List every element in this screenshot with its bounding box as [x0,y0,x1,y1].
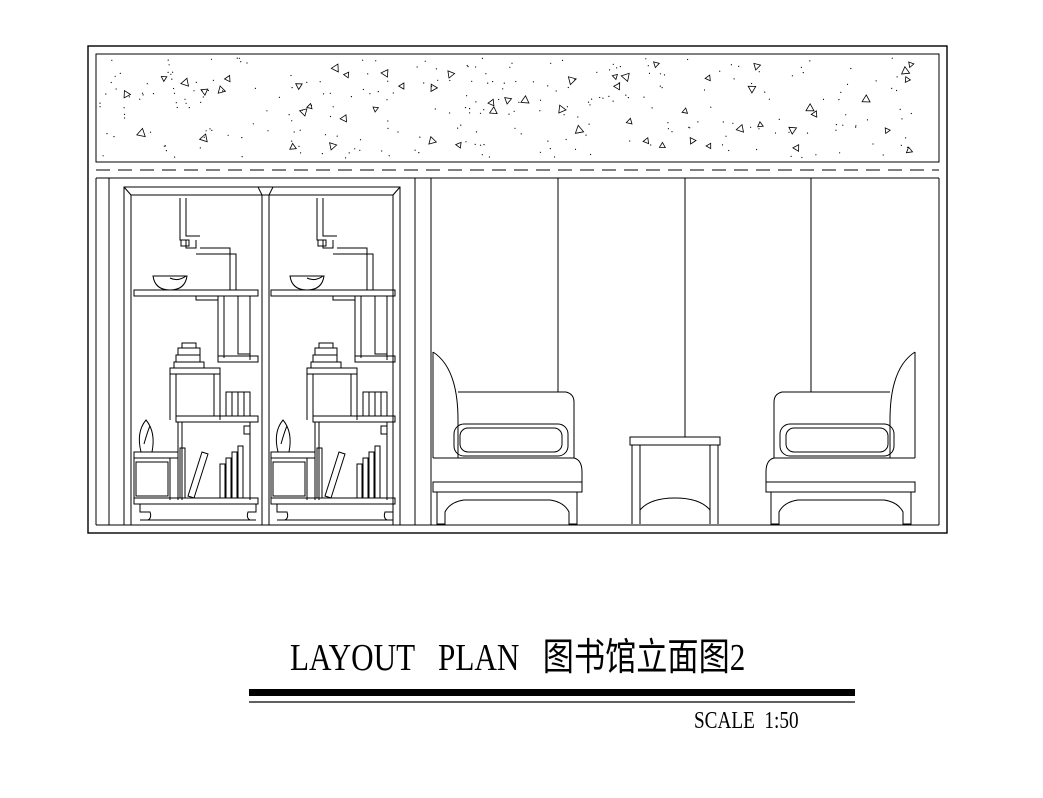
armchair-right [765,351,916,525]
scale-note: SCALE 1:50 [694,704,799,738]
title-plan-word: PLAN [438,637,520,679]
title-chinese: 图书馆立面图2 [542,637,746,679]
ceiling-speckle-pattern [99,57,915,159]
back-wall [95,178,940,526]
armchair-left [432,351,583,525]
bookcase-frame [123,186,401,526]
drawing-title: LAYOUT PLAN 图书馆立面图2 [290,632,745,684]
scale-value: 1:50 [764,708,799,734]
title-underline-thick [249,689,855,696]
bookshelf-unit-right [270,197,396,521]
title-layout-word: LAYOUT [290,637,415,679]
scale-label: SCALE [694,708,755,734]
drawing-frame [87,45,948,534]
side-table [629,436,721,524]
bookshelf-unit-left [133,198,259,521]
